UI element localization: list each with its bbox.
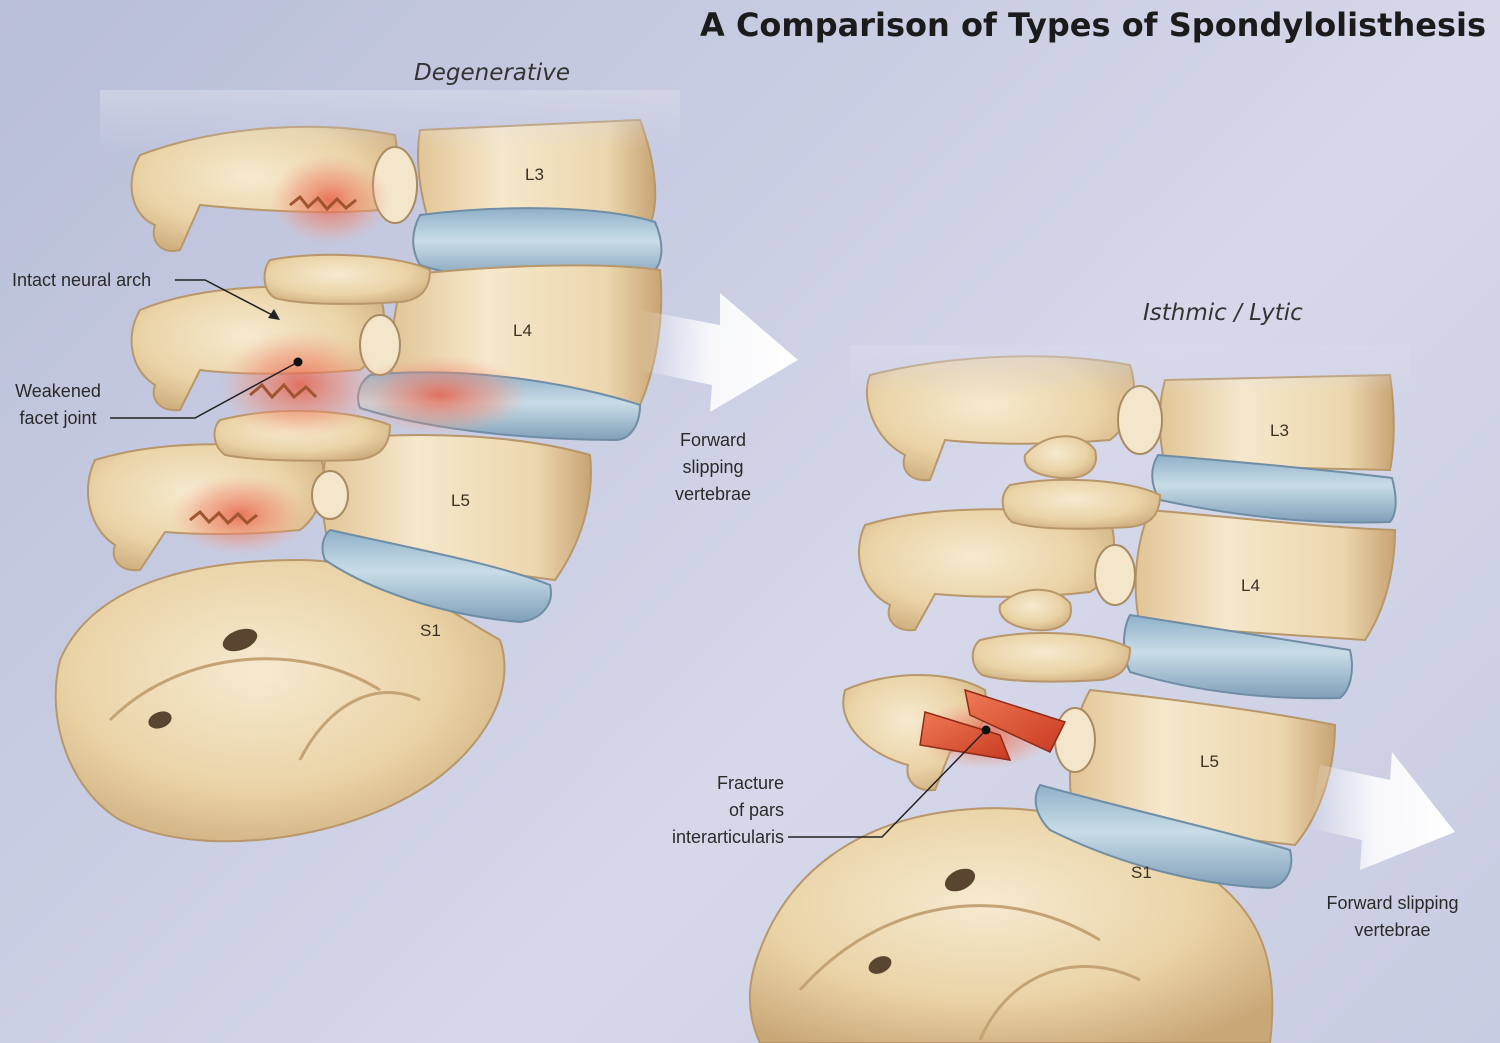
forward-slip-label-1: Forward slipping vertebrae [648, 427, 778, 508]
inflammation [350, 355, 530, 435]
isthmic-spine [748, 355, 1397, 1043]
osteophyte-edge [249, 382, 318, 400]
pedicle [263, 253, 432, 305]
l5-s1-disc [321, 528, 552, 624]
sacral-foramen [222, 628, 258, 652]
fade-overlay [850, 345, 1410, 395]
sacrum-ridge [298, 691, 421, 761]
degenerative-l5-label: L5 [451, 491, 470, 510]
l5-s1-disc [1034, 783, 1293, 890]
forward-slip-label-line: Forward [679, 430, 746, 450]
degenerative-s1-label: S1 [420, 621, 441, 640]
neural-foramen [1054, 707, 1096, 773]
pars-fracture-label-line: Fracture [716, 773, 784, 793]
facet-process [1023, 435, 1097, 480]
facet-joint-label-line: facet joint [19, 408, 97, 428]
facet-joint-label: Weakened facet joint [6, 378, 110, 432]
pars-fracture-upper [964, 688, 1067, 753]
isthmic-s1-label: S1 [1131, 863, 1152, 882]
pars-fracture-lower [919, 711, 1012, 761]
sacrum-ridge [108, 657, 381, 722]
forward-slip-label-line: Forward slipping [1326, 893, 1459, 913]
leader-line-facet-joint [110, 361, 299, 419]
pedicle [971, 632, 1132, 683]
leader-line-fracture [788, 729, 987, 838]
osteophyte-edge [189, 509, 258, 526]
sacral-foramen [148, 711, 172, 729]
forward-slip-arrow-2 [1310, 752, 1455, 870]
forward-slip-arrow-1 [640, 293, 798, 412]
forward-slip-label-line: slipping [682, 457, 744, 477]
degenerative-l3-label: L3 [525, 165, 544, 184]
neural-foramen [311, 470, 349, 520]
isthmic-l3-label: L3 [1270, 421, 1289, 440]
l4-body [1134, 508, 1397, 642]
l4-l5-disc [1123, 613, 1353, 700]
neural-foramen [1094, 544, 1136, 606]
degenerative-spine [54, 118, 663, 843]
neural-foramen [1117, 385, 1163, 455]
fade-overlay [100, 90, 680, 150]
sacral-foramen [944, 868, 976, 892]
pars-fracture-label: Fracture of pars interarticularis [630, 770, 784, 851]
sacrum-ridge [798, 904, 1101, 991]
inflammation [220, 330, 380, 440]
leader-line-neural-arch [175, 279, 279, 319]
leader-arrowhead [268, 309, 280, 320]
isthmic-subtitle: Isthmic / Lytic [1143, 300, 1303, 326]
forward-slip-label-2: Forward slipping vertebrae [1300, 890, 1485, 944]
forward-slip-label-line: vertebrae [674, 484, 752, 504]
sacral-foramen [868, 956, 892, 974]
leader-dot [293, 357, 303, 367]
isthmic-l5-label: L5 [1200, 752, 1219, 771]
inflammation [270, 155, 390, 245]
degenerative-subtitle: Degenerative [414, 60, 571, 86]
isthmic-l4-label: L4 [1241, 576, 1260, 595]
neural-arch-label: Intact neural arch [12, 270, 152, 290]
sacrum-shape [54, 558, 506, 843]
page-title: A Comparison of Types of Spondylolisthes… [700, 6, 1486, 44]
pars-fracture-label-line: of pars [728, 800, 784, 820]
facet-joint-label-line: Weakened [15, 381, 101, 401]
pedicle [1001, 478, 1162, 530]
leader-dot [981, 725, 991, 735]
facet-process [998, 588, 1072, 632]
degenerative-l4-label: L4 [513, 321, 532, 340]
osteophyte-edge [289, 194, 357, 212]
pars-fracture-label-line: interarticularis [671, 827, 784, 847]
sacrum-ridge [978, 965, 1141, 1041]
forward-slip-label-line: vertebrae [1354, 920, 1431, 940]
